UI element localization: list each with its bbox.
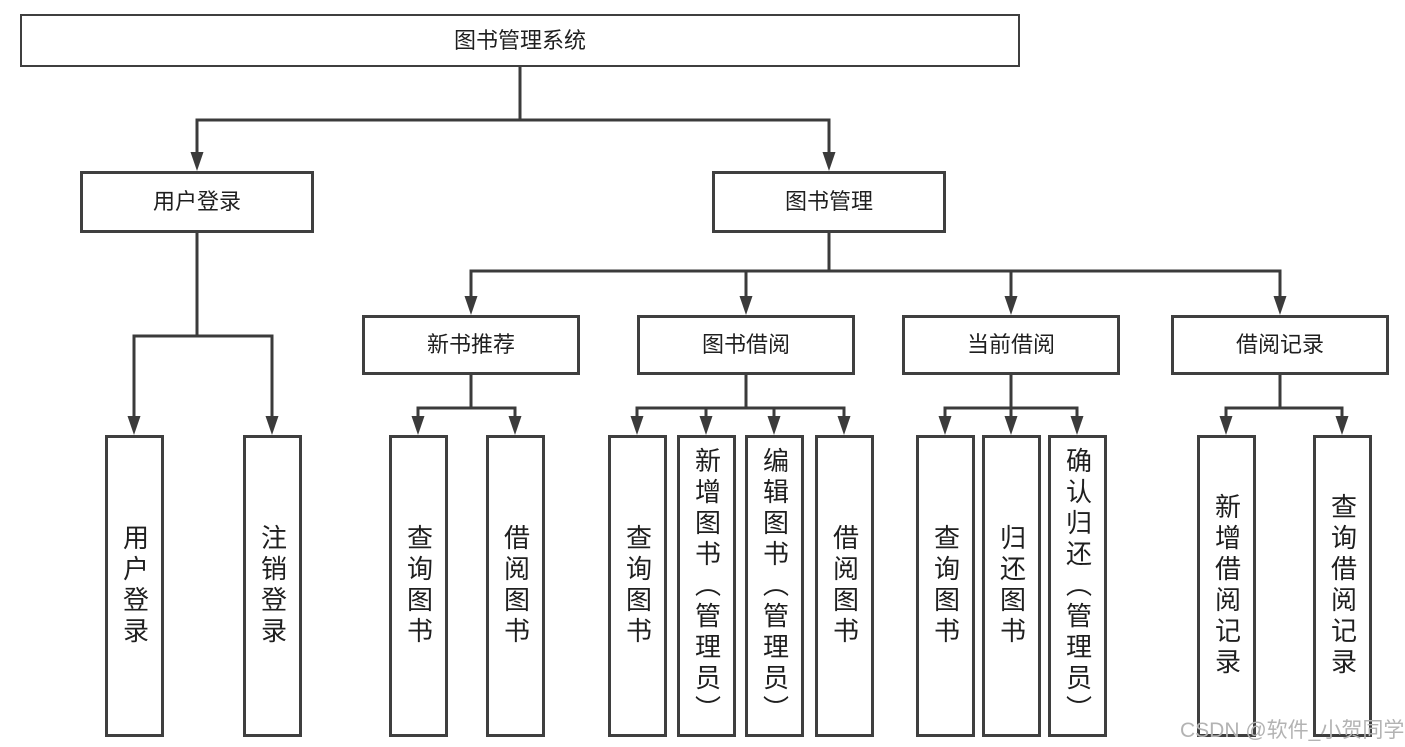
node-label: 查询图书 — [930, 524, 961, 648]
leaf-confirm-return-admin: 确认归还（管理员） — [1048, 435, 1107, 737]
node-borrow-records: 借阅记录 — [1171, 315, 1389, 375]
leaf-add-books-admin: 新增图书（管理员） — [677, 435, 736, 737]
node-label: 图书管理 — [784, 189, 873, 214]
leaf-return-books: 归还图书 — [982, 435, 1041, 737]
node-library-management-system: 图书管理系统 — [20, 14, 1020, 67]
node-label: 图书管理系统 — [453, 27, 586, 53]
node-label: 新书推荐 — [426, 332, 515, 357]
node-label: 借阅图书 — [829, 524, 860, 648]
leaf-borrow-books: 借阅图书 — [815, 435, 874, 737]
connector-new-book-recommend-children — [411, 375, 522, 435]
connector-borrow-records-children — [1219, 375, 1349, 435]
node-user-login: 用户登录 — [80, 171, 314, 233]
node-label: 借阅图书 — [500, 524, 531, 648]
leaf-add-borrow-record: 新增借阅记录 — [1197, 435, 1256, 737]
node-label: 查询图书 — [403, 524, 434, 648]
node-label: 归还图书 — [996, 524, 1027, 648]
leaf-edit-books-admin: 编辑图书（管理员） — [745, 435, 804, 737]
leaf-logout: 注销登录 — [243, 435, 302, 737]
node-current-borrow: 当前借阅 — [902, 315, 1120, 375]
node-label: 用户登录 — [152, 189, 241, 214]
node-label: 借阅记录 — [1235, 332, 1324, 357]
node-label: 当前借阅 — [966, 332, 1055, 357]
node-label: 新增借阅记录 — [1211, 493, 1242, 679]
node-book-management: 图书管理 — [712, 171, 946, 233]
leaf-query-books-recommend: 查询图书 — [389, 435, 448, 737]
leaf-borrow-books-recommend: 借阅图书 — [486, 435, 545, 737]
node-label: 用户登录 — [119, 524, 150, 648]
node-label: 查询图书 — [622, 524, 653, 648]
node-label: 确认归还（管理员） — [1062, 446, 1093, 726]
node-label: 查询借阅记录 — [1327, 493, 1358, 679]
connector-book-management-to-level3 — [464, 233, 1287, 315]
node-label: 图书借阅 — [701, 332, 790, 357]
node-label: 新增图书（管理员） — [691, 446, 722, 726]
leaf-query-books-current: 查询图书 — [916, 435, 975, 737]
leaf-query-books-borrow: 查询图书 — [608, 435, 667, 737]
node-label: 注销登录 — [257, 524, 288, 648]
node-label: 编辑图书（管理员） — [759, 446, 790, 726]
node-book-borrow: 图书借阅 — [637, 315, 855, 375]
node-new-book-recommend: 新书推荐 — [362, 315, 580, 375]
leaf-user-login: 用户登录 — [105, 435, 164, 737]
csdn-watermark: CSDN @软件_小贺同学 — [1180, 719, 1405, 742]
connector-user-login-children — [127, 233, 279, 435]
connector-book-borrow-children — [630, 375, 851, 435]
leaf-query-borrow-record: 查询借阅记录 — [1313, 435, 1372, 737]
connector-current-borrow-children — [938, 375, 1084, 435]
connector-root-to-level2 — [190, 66, 836, 171]
